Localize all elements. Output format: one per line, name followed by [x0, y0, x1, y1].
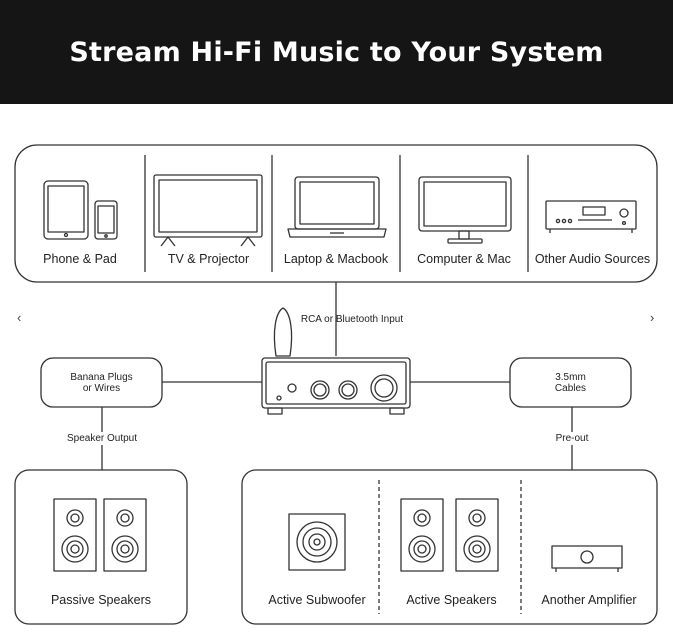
active-speakers-icon [400, 498, 499, 572]
amplifier-icon [261, 307, 411, 415]
active-speakers-label: Active Speakers [406, 593, 497, 607]
page-title: Stream Hi-Fi Music to Your System [69, 36, 604, 68]
source-label-phone: Phone & Pad [43, 252, 117, 266]
audio-receiver-icon [545, 200, 637, 233]
tablet-phone-icon [43, 180, 118, 240]
preout-label: Pre-out [550, 432, 594, 445]
speaker-output-label: Speaker Output [62, 432, 142, 445]
subwoofer-icon [288, 513, 346, 571]
tv-icon [153, 174, 263, 247]
header-banner: Stream Hi-Fi Music to Your System [0, 0, 673, 104]
another-amplifier-label: Another Amplifier [541, 593, 637, 607]
source-label-tv: TV & Projector [167, 252, 250, 266]
passive-speakers-label: Passive Speakers [50, 593, 152, 607]
active-subwoofer-label: Active Subwoofer [268, 593, 366, 607]
laptop-icon [287, 176, 387, 238]
passive-speakers-icon [53, 498, 147, 572]
next-arrow-icon[interactable]: › [650, 310, 655, 325]
source-label-other: Other Audio Sources [534, 252, 651, 266]
source-label-laptop: Laptop & Macbook [283, 252, 389, 266]
prev-arrow-icon[interactable]: ‹ [17, 310, 22, 325]
small-amplifier-icon [551, 545, 623, 572]
right-connector-label: 3.5mm Cables [554, 372, 587, 394]
input-label: RCA or Bluetooth Input [300, 314, 404, 325]
left-connector-label: Banana Plugs or Wires [70, 372, 133, 394]
computer-icon [418, 176, 512, 244]
source-label-computer: Computer & Mac [417, 252, 511, 266]
